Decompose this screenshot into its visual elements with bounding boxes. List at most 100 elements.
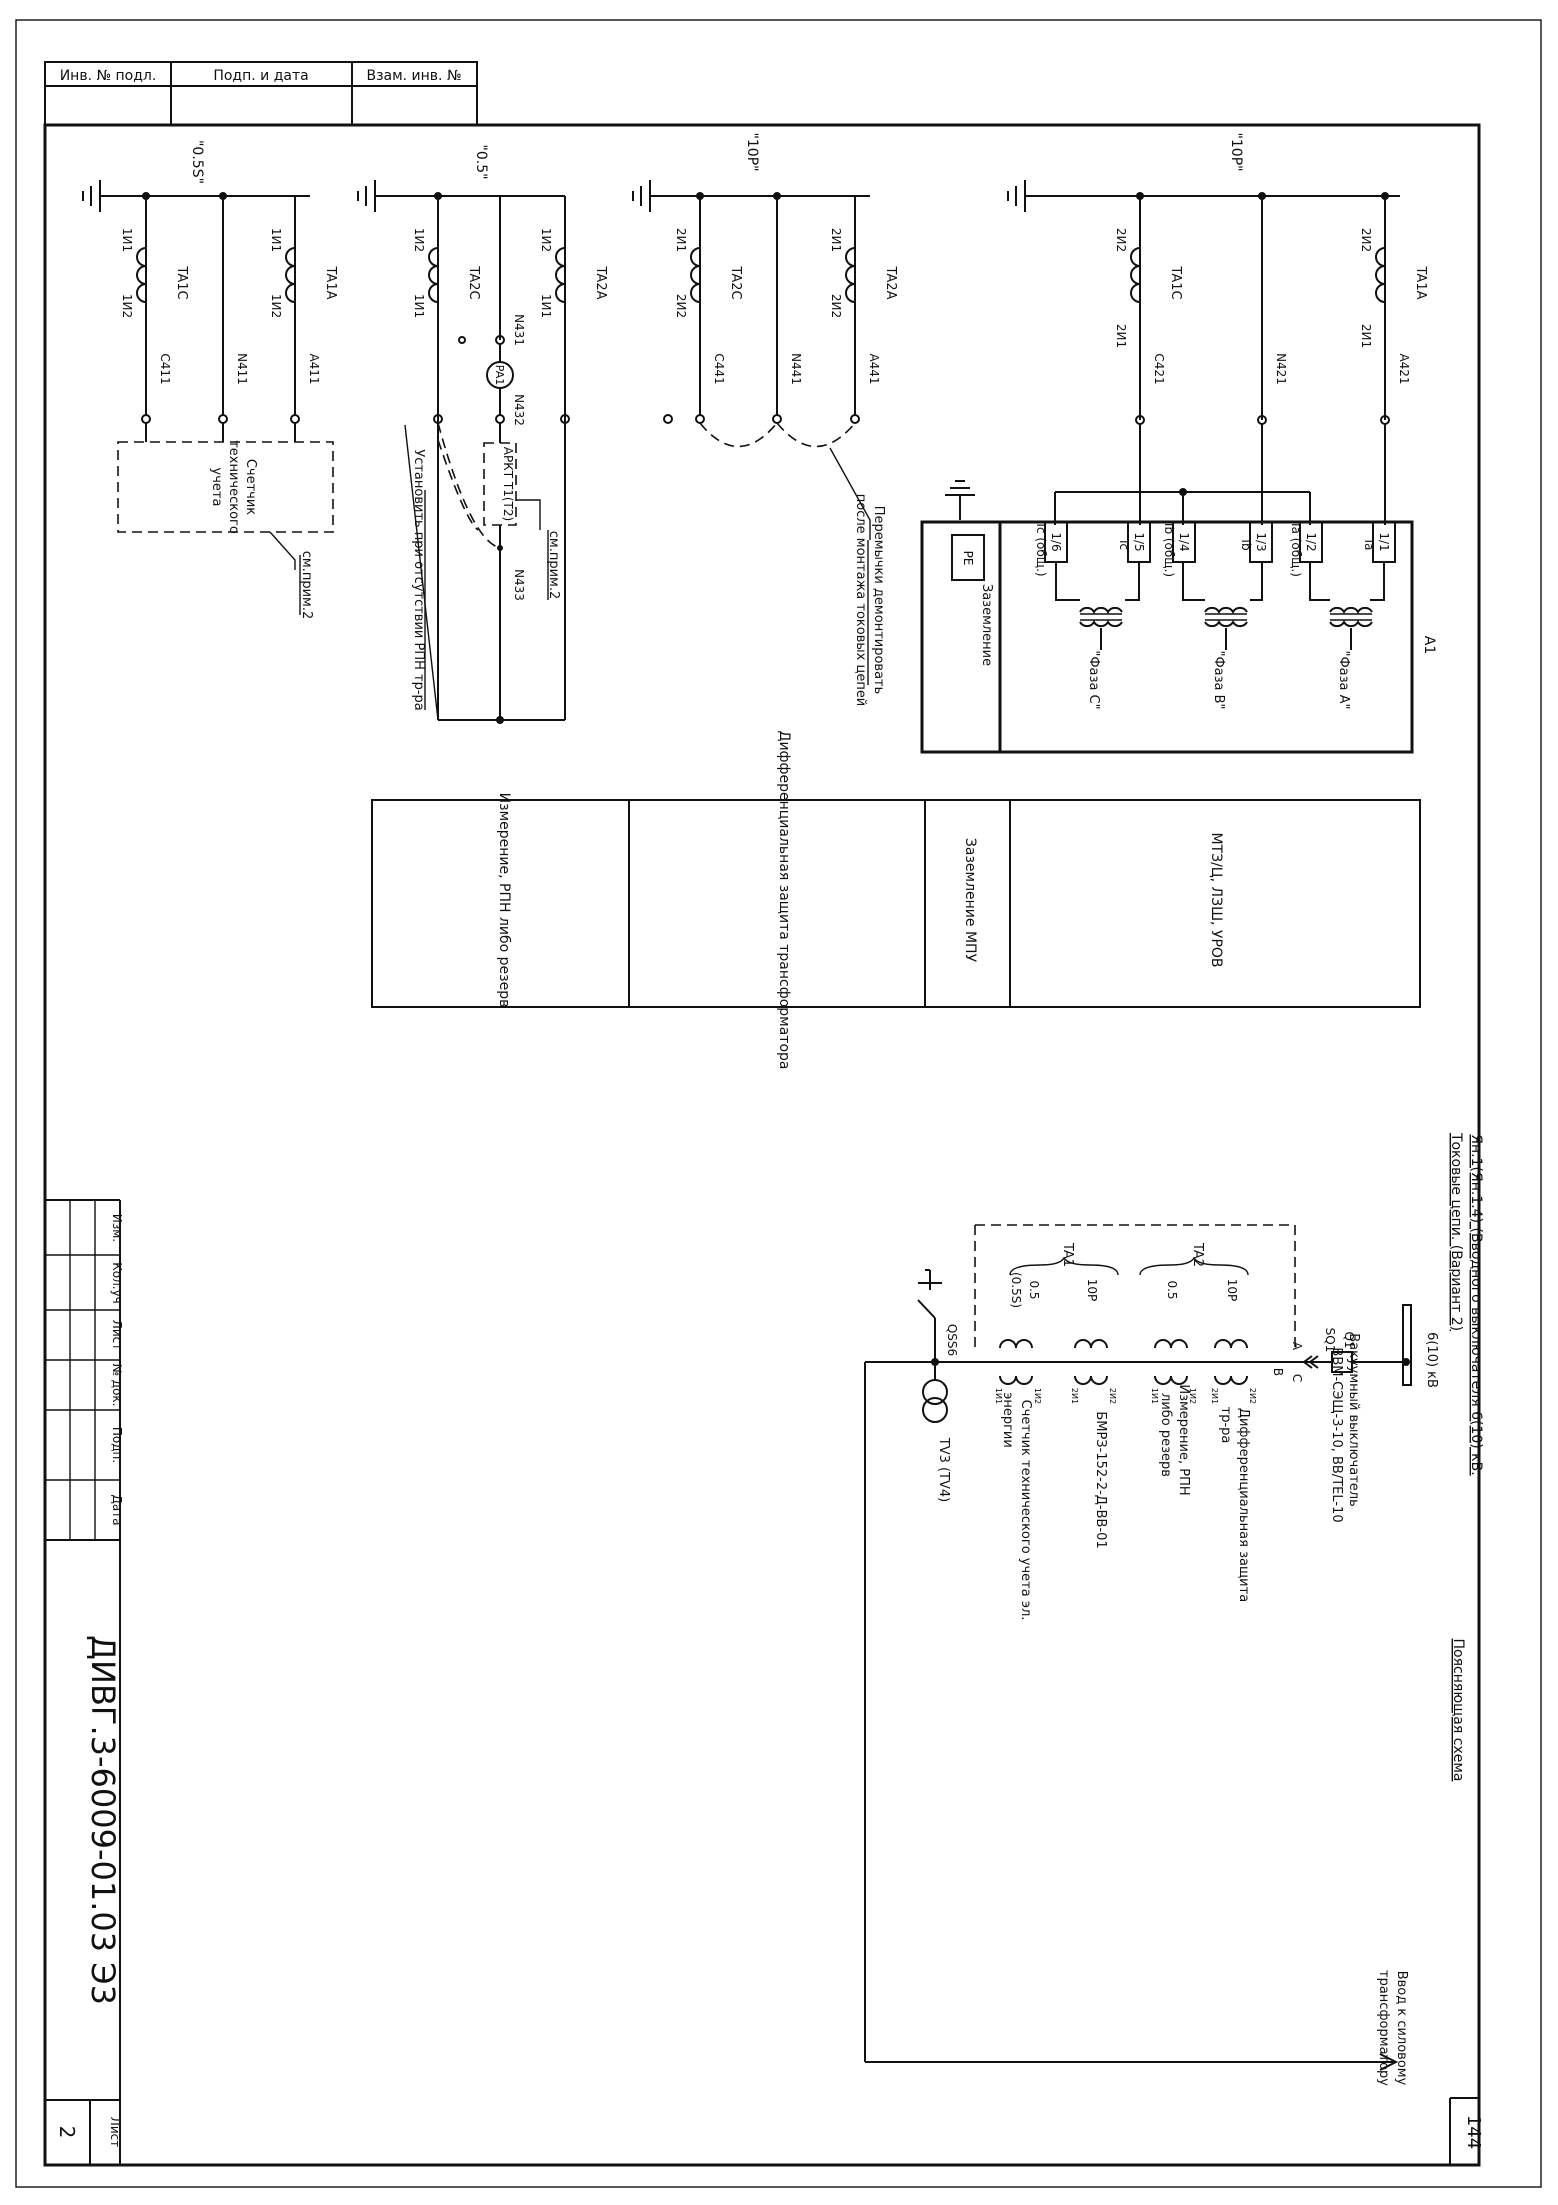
b2-c-w2: 2И2 xyxy=(674,294,688,318)
purpose-measure: Измерение, РПН либо резерв xyxy=(496,793,512,1008)
drawing-title: Ян.1(Ян.1.4) (Вводного выключателя 6(10)… xyxy=(1448,1132,1484,1782)
ta1-class-05s: (0.5S) xyxy=(1009,1272,1023,1308)
user-bmrz: БМРЗ-152-2-Д-ВВ-01 xyxy=(1093,1411,1108,1548)
b2-a-w2: 2И2 xyxy=(829,294,843,318)
user-measure: Измерение, РПН xyxy=(1176,1384,1191,1495)
ta1-class-05: 0.5 xyxy=(1027,1280,1041,1299)
phase-b-label: "Фаза В" xyxy=(1211,650,1226,709)
user-meter-2: энергии xyxy=(1000,1392,1015,1448)
b2-c441: C441 xyxy=(712,353,726,384)
term-1-6: 1/6 xyxy=(1049,532,1063,551)
install-note: Установить при отсутствии РПН тр-ра xyxy=(411,449,426,710)
breaker-name-1: Вакуумный выключатель xyxy=(1346,1333,1361,1507)
b1-n421: N421 xyxy=(1274,353,1288,385)
w-2i2: 2И2 xyxy=(1108,1388,1117,1404)
b4-c-w1: 1И1 xyxy=(120,228,134,252)
sheet-number: 144 xyxy=(1463,2115,1484,2149)
note-prim-b3: см.прим.2 xyxy=(546,531,561,600)
ct-ta1: TA1 xyxy=(1060,1242,1075,1267)
branch-2-class: "10Р" xyxy=(744,132,760,171)
w-1i2-b: 1И2 xyxy=(1188,1388,1197,1404)
user-measure-2: либо резерв xyxy=(1158,1393,1173,1477)
meter-label-3: учета xyxy=(209,468,224,507)
ta2a-b3-label: TA2A xyxy=(593,266,608,300)
rev-col-kol: Кол.уч xyxy=(110,1262,124,1304)
device-a1-name: A1 xyxy=(1421,636,1437,654)
user-meter: Счетчик технического учета эл. xyxy=(1018,1400,1033,1621)
term-1-5: 1/5 xyxy=(1132,532,1146,551)
single-line-diagram: 6(10) кВ Q1 Вакуумный выключатель ВВМ-СЭ… xyxy=(864,1224,1439,2086)
b2-n441: N441 xyxy=(789,353,803,385)
title-line-1: Ян.1(Ян.1.4) (Вводного выключателя 6(10)… xyxy=(1468,1134,1484,1475)
b4-n411: N411 xyxy=(235,353,249,385)
earthing-switch-qss: QSS6 xyxy=(945,1324,959,1356)
n431-label: N431 xyxy=(512,314,526,346)
frame-cell-replace: Взам. инв. № xyxy=(366,68,461,84)
n432-label: N432 xyxy=(512,394,526,426)
branch-3-class: "0.5" xyxy=(473,144,489,179)
pa1-ammeter: PA1 xyxy=(493,365,506,385)
label-ic-common: Ic (общ.) xyxy=(1034,523,1048,576)
b1-a-w2: 2И2 xyxy=(1359,228,1373,252)
note-prim-b4: см.прим.2 xyxy=(299,551,314,620)
pe-terminal: PE xyxy=(961,551,975,566)
ta2-class-05: 0.5 xyxy=(1165,1280,1179,1299)
w-1i2: 1И2 xyxy=(1033,1388,1042,1404)
label-ib-common: Ib (общ.) xyxy=(1162,523,1176,577)
output-label-1: Ввод к силовому xyxy=(1394,1971,1409,2086)
ta2c-b3-label: TA2C xyxy=(466,265,481,299)
b1-c-w1: 2И1 xyxy=(1114,324,1128,348)
title-line-2: Токовые цепи. (Вариант 2) xyxy=(1448,1132,1464,1331)
branch-10p-protection: "10Р" TA1C 2И2 2И1 C421 N421 TA1A 2И2 2И… xyxy=(945,132,1428,525)
b4-a411: A411 xyxy=(307,353,321,384)
phase-a-label: "Фаза А" xyxy=(1336,650,1351,709)
b2-a441: A441 xyxy=(867,353,881,384)
n433-label: N433 xyxy=(512,569,526,601)
ta1c-b4-label: TA1C xyxy=(174,265,189,299)
b2-c-w1: 2И1 xyxy=(674,228,688,252)
w-2i1-b: 2И1 xyxy=(1210,1388,1219,1404)
b4-a-w2: 1И2 xyxy=(269,294,283,318)
rev-col-date: Дата xyxy=(110,1494,124,1525)
frame-cell-sign: Подп. и дата xyxy=(213,68,308,84)
purpose-ground: Заземление МПУ xyxy=(962,838,978,963)
b4-c-w2: 1И2 xyxy=(120,294,134,318)
ground-label: Заземление xyxy=(979,584,994,666)
b2-a-w1: 2И1 xyxy=(829,228,843,252)
branch-1-class: "10Р" xyxy=(1228,132,1244,171)
rev-col-sign: Подп. xyxy=(110,1427,124,1463)
ta1c-b1-label: TA1C xyxy=(1168,265,1183,299)
phase-c-label: "Фаза С" xyxy=(1086,650,1101,709)
user-diff-protection-2: тр-ра xyxy=(1218,1407,1233,1444)
switch-sq1: SQ1 xyxy=(1323,1328,1337,1353)
rev-col-list: Лист xyxy=(110,1320,124,1350)
ct-ta2: TA2 xyxy=(1190,1242,1205,1267)
sheet-frame: Инв. № подл. Подп. и дата Взам. инв. № 1… xyxy=(15,19,1542,2188)
b1-c-w2: 2И2 xyxy=(1114,228,1128,252)
breaker-q1: Q1 xyxy=(1342,1331,1356,1348)
voltage-transformer: TV3 (TV4) xyxy=(936,1437,951,1503)
arkt-device: АРКТ Т1(Т2) xyxy=(501,447,515,521)
w-1i1-b: 1И1 xyxy=(1150,1388,1159,1404)
jumper-note-1: Перемычки демонтировать xyxy=(871,506,886,695)
term-1-1: 1/1 xyxy=(1377,532,1391,551)
branch-05-measurement: "0.5" TA2C 1И2 1И1 PA1 N431 N432 АРКТ Т1… xyxy=(357,144,608,724)
phase-c-sl: C xyxy=(1290,1374,1304,1382)
b1-a-w1: 2И1 xyxy=(1359,324,1373,348)
b3-a-w1: 1И1 xyxy=(539,294,553,318)
purpose-diff: Дифференциальная защита трансформатора xyxy=(776,731,792,1070)
label-ia-common: Ia (общ.) xyxy=(1289,523,1303,577)
purpose-mtz: МТЗ/Ц, ЛЗШ, УРОВ xyxy=(1208,832,1224,967)
b1-a421: A421 xyxy=(1397,353,1411,384)
ta2a-b2-label: TA2A xyxy=(883,266,898,300)
breaker-name-2: ВВМ-СЭЩ-3-10, ВВ/TEL-10 xyxy=(1329,1347,1344,1522)
sheet-value: 2 xyxy=(55,2126,79,2139)
phase-b-sl: B xyxy=(1271,1368,1285,1376)
label-ia: Ia xyxy=(1362,540,1376,551)
rev-col-doc: № док. xyxy=(110,1364,124,1407)
w-2i1: 2И1 xyxy=(1070,1388,1079,1404)
branch-4-class: "0.5S" xyxy=(189,140,205,184)
label-ib: Ib xyxy=(1239,539,1253,550)
output-label-2: трансформатору xyxy=(1376,1970,1391,2086)
